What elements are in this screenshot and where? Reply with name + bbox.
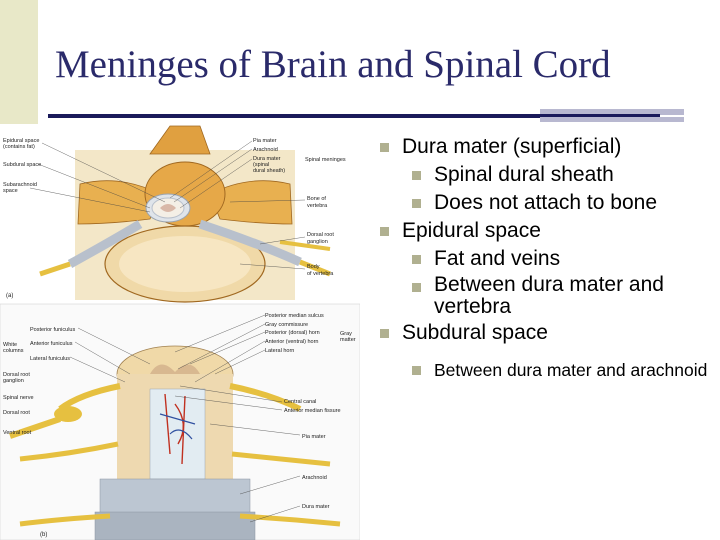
figure-b: Posterior funiculus White columns Anteri… — [0, 303, 360, 540]
bullet-fat-and-veins: Fat and veins — [372, 246, 717, 272]
label-anterior-funiculus: Anterior funiculus — [30, 341, 73, 347]
label-posterior-horn: Posterior (dorsal) horn — [265, 330, 320, 336]
label-of-vertebra: of vertebra — [307, 271, 334, 277]
label-ganglion: ganglion — [307, 239, 328, 245]
bullet-square-icon — [412, 283, 421, 292]
bullet-square-icon — [412, 171, 421, 180]
bullet-spinal-dural-sheath: Spinal dural sheath — [372, 162, 717, 188]
label-subdural-space: Subdural space — [3, 162, 41, 168]
label-body: Body — [307, 264, 320, 270]
figure-b-label: (b) — [40, 532, 47, 538]
label-columns: columns — [3, 348, 24, 354]
figure-a-label: (a) — [6, 293, 13, 299]
label-spinal: (spinal — [253, 162, 269, 168]
label-pia-mater: Pia mater — [253, 138, 277, 144]
label-pia-mater-b: Pia mater — [302, 434, 326, 440]
label-arachnoid-b: Arachnoid — [302, 475, 327, 481]
label-posterior-funiculus: Posterior funiculus — [30, 327, 75, 333]
label-matter: matter — [340, 337, 356, 343]
slide-title: Meninges of Brain and Spinal Cord — [55, 43, 611, 86]
bullet-square-icon — [412, 366, 421, 375]
label-lateral-funiculus: Lateral funiculus — [30, 356, 70, 362]
bullet-epidural-space: Epidural space — [372, 218, 717, 244]
bullet-between-dura-arachnoid: Between dura mater and arachnoid — [372, 360, 717, 380]
label-spinal-meninges: Spinal meninges — [305, 157, 346, 163]
label-anterior-median-fissure: Anterior median fissure — [284, 408, 341, 414]
label-dura-mater-b: Dura mater — [302, 504, 330, 510]
bullet-square-icon — [380, 227, 389, 236]
label-dorsal-root-b: Dorsal root — [3, 372, 30, 378]
label-gray: Gray — [340, 331, 352, 337]
left-accent-bar — [0, 0, 38, 124]
label-subarachnoid: Subarachnoid — [3, 182, 37, 188]
label-ganglion-b: ganglion — [3, 378, 24, 384]
label-central-canal: Central canal — [284, 399, 316, 405]
title-accent-rule — [540, 109, 684, 115]
label-contains-fat: (contains fat) — [3, 144, 35, 150]
label-gray-commissure: Gray commissure — [265, 322, 308, 328]
label-ventral-root: Ventral root — [3, 430, 32, 436]
label-lateral-horn: Lateral horn — [265, 348, 294, 354]
label-bone-of: Bone of — [307, 196, 326, 202]
label-anterior-horn: Anterior (ventral) horn — [265, 339, 319, 345]
bullet-square-icon — [412, 255, 421, 264]
label-dorsal-root: Dorsal root — [307, 232, 334, 238]
spinal-cord-illustration: Epidural space (contains fat) Subdural s… — [0, 125, 360, 540]
label-dorsal-root-b2: Dorsal root — [3, 410, 30, 416]
bullet-subdural-space: Subdural space — [372, 320, 717, 346]
label-spinal-nerve: Spinal nerve — [3, 395, 34, 401]
label-posterior-median-sulcus: Posterior median sulcus — [265, 313, 324, 319]
title-accent-rule-lower — [540, 117, 684, 122]
label-epidural-space: Epidural space — [3, 138, 39, 144]
bullet-square-icon — [412, 199, 421, 208]
label-dura-mater: Dura mater — [253, 156, 281, 162]
title-rule — [48, 114, 660, 118]
bullet-between-dura-vertebra: Between dura mater and vertebra — [372, 274, 717, 318]
label-arachnoid: Arachnoid — [253, 147, 278, 153]
bullet-dura-mater: Dura mater (superficial) — [372, 134, 717, 160]
label-vertebra: vertebra — [307, 203, 328, 209]
bullet-list: Dura mater (superficial) Spinal dural sh… — [372, 134, 717, 380]
figure-a: Epidural space (contains fat) Subdural s… — [3, 125, 346, 303]
label-subarachnoid-space: space — [3, 188, 18, 194]
bullet-square-icon — [380, 143, 389, 152]
bullet-square-icon — [380, 329, 389, 338]
label-dural-sheath: dural sheath) — [253, 168, 285, 174]
label-white: White — [3, 342, 17, 348]
bullet-does-not-attach: Does not attach to bone — [372, 190, 717, 216]
